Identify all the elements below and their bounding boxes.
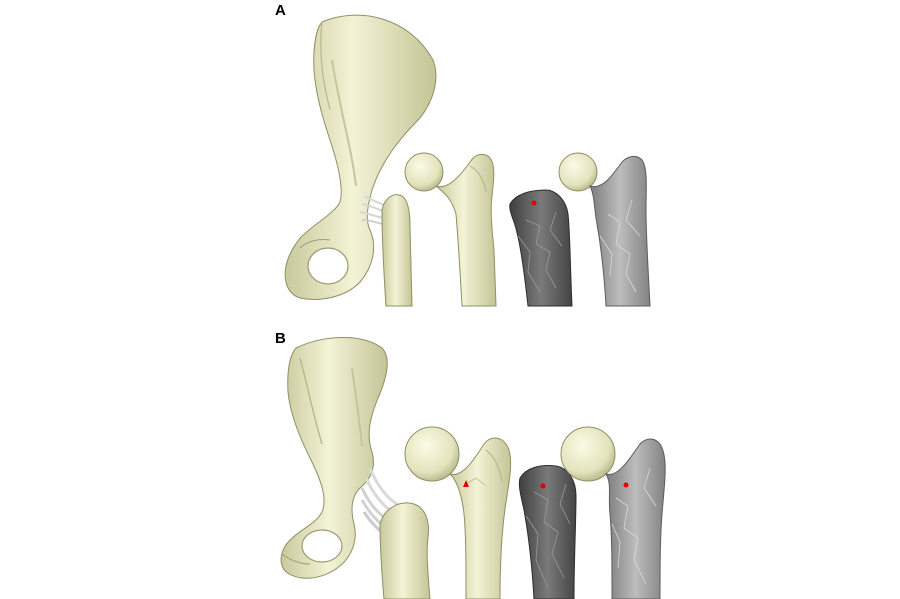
femur-1-b	[404, 426, 512, 599]
femur-3-grey-b	[560, 426, 666, 599]
femur-2-dark-b	[518, 465, 577, 599]
pelvis-b	[280, 337, 388, 579]
marker-dot-b3	[623, 482, 629, 488]
femur-articulated-a	[381, 194, 413, 307]
marker-dot-b2	[540, 483, 546, 489]
femur-2-dark-a	[509, 189, 573, 307]
panel-label-b: B	[275, 330, 286, 347]
panel-b	[0, 328, 900, 599]
panel-label-a: A	[275, 2, 286, 19]
panel-a	[284, 14, 651, 307]
femur-3-grey-a	[558, 152, 651, 307]
pelvis-a	[284, 14, 437, 300]
panel-a-illustration	[284, 14, 651, 307]
marker-dot-a1	[531, 200, 537, 206]
panel-b-illustration	[280, 337, 666, 599]
femur-1-a	[404, 152, 497, 307]
marker-dot-b1	[463, 480, 469, 487]
femur-articulated-b	[379, 502, 431, 599]
